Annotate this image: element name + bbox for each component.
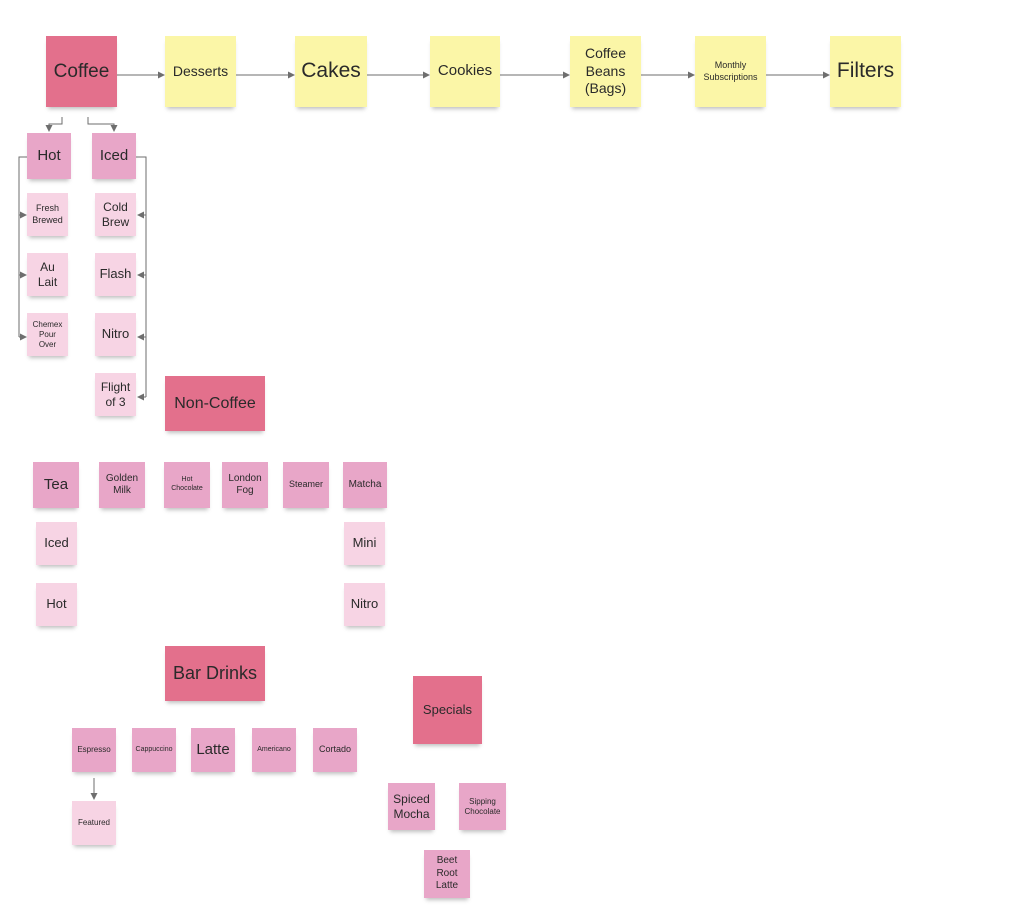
note-filters[interactable]: Filters <box>830 36 901 107</box>
note-steamer[interactable]: Steamer <box>283 462 329 508</box>
note-fresh-brewed[interactable]: Fresh Brewed <box>27 193 68 236</box>
note-non-coffee[interactable]: Non-Coffee <box>165 376 265 431</box>
note-tea-iced[interactable]: Iced <box>36 522 77 565</box>
note-hot[interactable]: Hot <box>27 133 71 179</box>
hot-bracket <box>18 156 27 337</box>
iced-bracket <box>136 156 147 397</box>
note-specials[interactable]: Specials <box>413 676 482 744</box>
note-tea[interactable]: Tea <box>33 462 79 508</box>
note-au-lait[interactable]: Au Lait <box>27 253 68 296</box>
note-beet-root-latte[interactable]: Beet Root Latte <box>424 850 470 898</box>
note-americano[interactable]: Americano <box>252 728 296 772</box>
note-bar-drinks[interactable]: Bar Drinks <box>165 646 265 701</box>
note-tea-hot[interactable]: Hot <box>36 583 77 626</box>
note-sipping-chocolate[interactable]: Sipping Chocolate <box>459 783 506 830</box>
note-cakes[interactable]: Cakes <box>295 36 367 107</box>
note-chemex-pour-over[interactable]: Chemex Pour Over <box>27 313 68 356</box>
note-flash[interactable]: Flash <box>95 253 136 296</box>
note-flight-of-3[interactable]: Flight of 3 <box>95 373 136 416</box>
arrow-coffee-to-hot <box>45 117 63 132</box>
note-cappuccino[interactable]: Cappuccino <box>132 728 176 772</box>
note-matcha-mini[interactable]: Mini <box>344 522 385 565</box>
arrow-coffee-to-iced <box>87 117 118 132</box>
note-featured[interactable]: Featured <box>72 801 116 845</box>
note-nitro[interactable]: Nitro <box>95 313 136 356</box>
note-cortado[interactable]: Cortado <box>313 728 357 772</box>
note-cookies[interactable]: Cookies <box>430 36 500 107</box>
note-coffee-beans[interactable]: Coffee Beans (Bags) <box>570 36 641 107</box>
note-monthly-subscriptions[interactable]: Monthly Subscriptions <box>695 36 766 107</box>
note-latte[interactable]: Latte <box>191 728 235 772</box>
note-spiced-mocha[interactable]: Spiced Mocha <box>388 783 435 830</box>
note-desserts[interactable]: Desserts <box>165 36 236 107</box>
note-matcha-nitro[interactable]: Nitro <box>344 583 385 626</box>
note-iced[interactable]: Iced <box>92 133 136 179</box>
note-golden-milk[interactable]: Golden Milk <box>99 462 145 508</box>
note-london-fog[interactable]: London Fog <box>222 462 268 508</box>
note-coffee[interactable]: Coffee <box>46 36 117 107</box>
note-hot-chocolate[interactable]: Hot Chocolate <box>164 462 210 508</box>
note-cold-brew[interactable]: Cold Brew <box>95 193 136 236</box>
note-espresso[interactable]: Espresso <box>72 728 116 772</box>
note-matcha[interactable]: Matcha <box>343 462 387 508</box>
